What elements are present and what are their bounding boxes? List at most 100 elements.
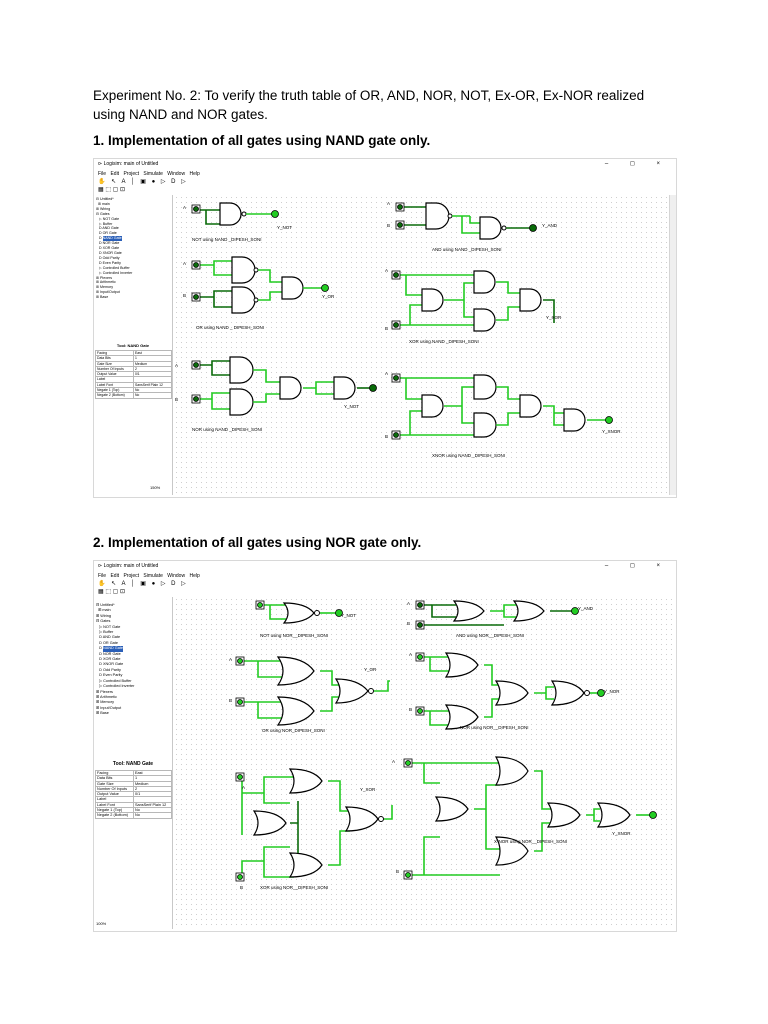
tree-item-arithmetic[interactable]: ⊞ Arithmetic [96,280,116,285]
vertical-scrollbar[interactable] [669,195,676,495]
window-controls[interactable]: – ◻ × [604,563,670,569]
menu-edit[interactable]: Edit [110,573,120,579]
pin-label-a: A [229,657,233,662]
tree-item-controlled-buffer[interactable]: ▷ Controlled Buffer [96,265,130,270]
component-tree[interactable]: ⊟ Untitled* ⊞ main ⊞ Wiring ⊟ Gates ▷ NO… [96,603,172,717]
menu-file[interactable]: File [98,573,107,579]
attr-value[interactable]: No [132,392,173,399]
output-pin [529,224,537,232]
tree-item-arithmetic[interactable]: ⊞ Arithmetic [96,694,117,699]
tree-item-memory[interactable]: ⊞ Memory [96,700,114,705]
tree-item-wiring[interactable]: ⊞ Wiring [96,613,112,618]
layout-toolbar[interactable]: ▦ ⬚ ▢ ⊡ [98,589,126,595]
circuit-canvas[interactable]: Y_NOT NOT using NOR__DIPESH_SONI A B Y_A… [174,597,674,929]
window-controls[interactable]: – ◻ × [604,161,670,167]
tree-item-gates[interactable]: ⊟ Gates [96,619,111,624]
attr-value[interactable]: SansSerif Plain 12 [132,801,173,809]
tree-item-xnor[interactable]: D XNOR Gate [96,662,124,667]
tree-item-base[interactable]: ⊞ Base [96,711,109,716]
menu-help[interactable]: Help [189,171,200,177]
xor-using-nand-circuit [398,270,555,332]
zoom-level[interactable]: 100% [96,921,107,926]
window-title: ⊳ Logisim: main of Untitled [98,563,159,569]
pin-label-a: A [183,205,187,210]
output-label: Y_XOR [360,787,376,792]
circuit-caption: AND using NOR__DIPESH_SONI [456,633,525,638]
tree-item-buffer[interactable]: ▷ Buffer [96,630,114,635]
tree-item-nand[interactable]: D NAND Gate [96,646,124,652]
zoom-level[interactable]: 150% [150,485,161,490]
attr-value[interactable]: No [132,812,173,819]
tree-item-plexers[interactable]: ⊞ Plexers [96,275,112,280]
menu-file[interactable]: File [98,171,107,177]
tree-item-wiring[interactable]: ⊞ Wiring [96,206,111,211]
tree-item-nor[interactable]: D NOR Gate [96,651,121,656]
menu-simulate[interactable]: Simulate [143,573,163,579]
menu-project[interactable]: Project [123,171,140,177]
circuit-diagram-nor [235,600,657,882]
menu-window[interactable]: Window [167,573,186,579]
menu-edit[interactable]: Edit [110,171,120,177]
menu-bar[interactable]: File Edit Project Simulate Window Help [94,572,676,580]
output-label: Y_NOT [344,404,360,409]
tree-item-and[interactable]: D AND Gate [96,226,119,231]
tree-item-not[interactable]: ▷ NOT Gate [96,624,121,629]
tree-item-gates[interactable]: ⊟ Gates [96,211,110,216]
pin-label-b: B [229,698,233,703]
tree-item-even-parity[interactable]: D Even Parity [96,673,123,678]
circuit-caption: XOR using NOR__DIPESH_SONI [260,885,329,890]
tree-root[interactable]: ⊟ Untitled* [96,197,114,201]
menu-simulate[interactable]: Simulate [143,171,163,177]
tree-item-nor[interactable]: D NOR Gate [96,241,120,246]
tree-item-io[interactable]: ⊞ Input/Output [96,705,122,710]
component-tree[interactable]: ⊟ Untitled* ⊞ main ⊞ Wiring ⊟ Gates ▷ NO… [96,197,172,300]
tree-item-controlled-buffer[interactable]: ▷ Controlled Buffer [96,678,132,683]
tree-item-plexers[interactable]: ⊞ Plexers [96,689,113,694]
xnor-using-nor-circuit [410,756,650,876]
or-using-nand-circuit [198,256,322,314]
or-using-nor-circuit [242,656,390,726]
nand-gate [425,202,450,230]
output-label: Y_AND [578,606,594,611]
pin-label-a: A [407,601,411,606]
tree-item-nand[interactable]: D NAND Gate [96,236,122,242]
circuit-caption: XOR using NAND _DIPESH_SONI [409,339,479,344]
tree-item-controlled-inverter[interactable]: ▷ Controlled Inverter [96,270,133,275]
output-label: Y_XNOR [602,429,621,434]
menu-window[interactable]: Window [167,171,186,177]
tree-item-controlled-inverter[interactable]: ▷ Controlled Inverter [96,684,135,689]
tree-item-xnor[interactable]: D XNOR Gate [96,250,122,255]
output-label: Y_NOT [341,613,357,618]
tree-item-main[interactable]: ⊞ main [96,201,110,206]
window-title: ⊳ Logisim: main of Untitled [98,161,159,167]
tree-item-not[interactable]: ▷ NOT Gate [96,216,120,221]
output-pin [597,689,605,697]
tree-item-io[interactable]: ⊞ Input/Output [96,290,120,295]
tree-item-even-parity[interactable]: D Even Parity [96,260,121,265]
output-label: Y_OR [322,294,335,299]
tree-item-main[interactable]: ⊞ main [96,608,111,613]
tree-item-xor[interactable]: D XOR Gate [96,657,121,662]
tree-item-or[interactable]: D OR Gate [96,640,118,645]
layout-toolbar[interactable]: ▦ ⬚ ▢ ⊡ [98,187,126,193]
pin-label-a: A [175,363,179,368]
menu-project[interactable]: Project [123,573,140,579]
circuit-canvas[interactable]: A Y_NOT NOT using NAND _DIPESH_SONI A B … [174,195,668,495]
tree-item-base[interactable]: ⊞ Base [96,295,109,300]
tree-item-or[interactable]: D OR Gate [96,231,117,236]
tree-item-odd-parity[interactable]: D Odd Parity [96,255,120,260]
tool-bar[interactable]: ✋ ↖ A │ ▣ ● ▷ D ▷ [98,179,188,185]
tool-bar[interactable]: ✋ ↖ A │ ▣ ● ▷ D ▷ [98,581,188,587]
tree-item-xor[interactable]: D XOR Gate [96,246,120,251]
section-heading-nand: 1. Implementation of all gates using NAN… [93,133,431,148]
tree-item-and[interactable]: D AND Gate [96,635,121,640]
tree-item-odd-parity[interactable]: D Odd Parity [96,667,121,672]
attr-value[interactable]: SansSerif Plain 12 [132,381,173,389]
menu-help[interactable]: Help [189,573,200,579]
tree-item-buffer[interactable]: ▷ Buffer [96,221,113,226]
tree-root[interactable]: ⊟ Untitled* [96,603,115,607]
tree-item-memory[interactable]: ⊞ Memory [96,285,113,290]
menu-bar[interactable]: File Edit Project Simulate Window Help [94,170,676,178]
